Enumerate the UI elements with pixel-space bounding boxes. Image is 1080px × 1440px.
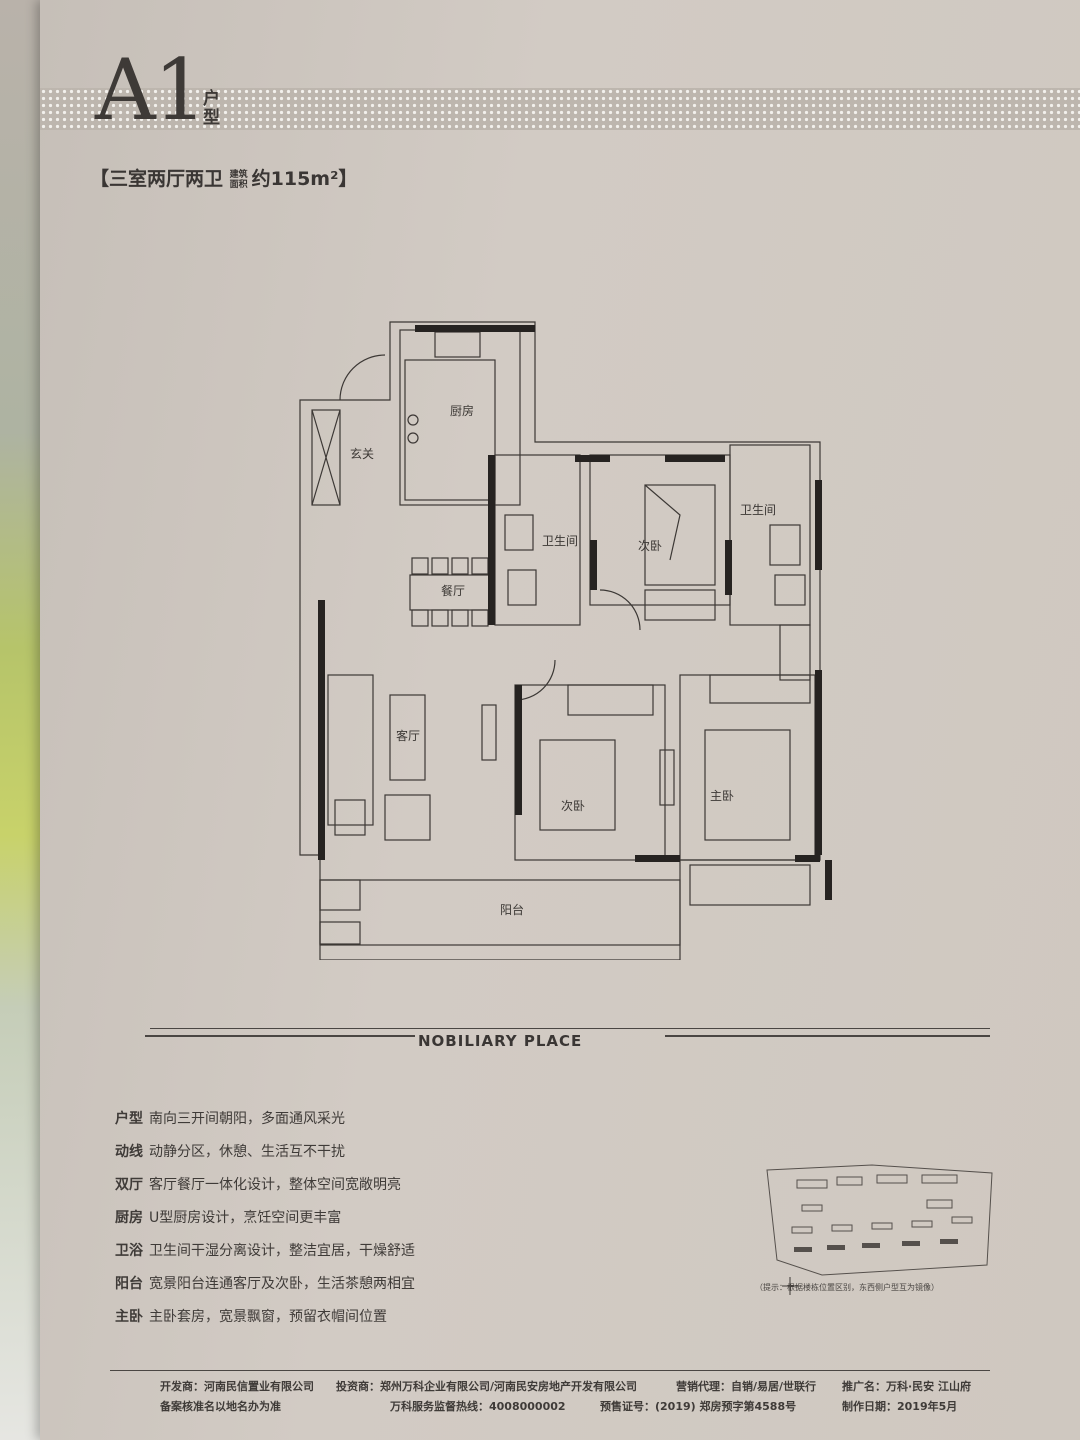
footer-record-note: 备案核准名以地名办为准 <box>160 1400 281 1413</box>
divider-right <box>665 1035 990 1037</box>
feature-item: 动线动静分区，休憩、生活互不干扰 <box>115 1144 345 1160</box>
unit-type-code: A1 <box>95 41 207 139</box>
floor-plan: 厨房 玄关 餐厅 客厅 卫生间 卫生间 次卧 次卧 主卧 阳台 <box>299 321 832 960</box>
room-label-bathroom-1: 卫生间 <box>542 534 578 548</box>
unit-subtitle: 【三室两厅两卫 建筑面积约115m²】 <box>90 164 357 191</box>
features-list: 户型南向三开间朝阳，多面通风采光 动线动静分区，休憩、生活互不干扰 双厅客厅餐厅… <box>115 1108 415 1339</box>
footer-developer: 开发商：河南民信置业有限公司 <box>160 1380 314 1393</box>
subtitle-area-value: 约115m²】 <box>251 168 358 190</box>
footer-date: 制作日期：2019年5月 <box>842 1400 958 1413</box>
feature-item: 主卧主卧套房，宽景飘窗，预留衣帽间位置 <box>115 1309 387 1325</box>
footer-investor: 投资商：郑州万科企业有限公司/河南民安房地产开发有限公司 <box>336 1380 638 1393</box>
coffee-table <box>389 694 426 781</box>
bedroom-2a <box>589 454 731 606</box>
room-label-bedroom-2b: 次卧 <box>561 799 585 813</box>
room-label-kitchen: 厨房 <box>450 403 474 418</box>
room-label-entry: 玄关 <box>350 446 374 461</box>
footer-hotline: 万科服务监督热线：4008000002 <box>390 1400 566 1413</box>
room-label-dining: 餐厅 <box>441 583 465 598</box>
site-minimap <box>766 1164 993 1295</box>
site-map-note: （提示：根据楼栋位置区别，东西侧户型互为镜像） <box>755 1283 939 1292</box>
unit-type-suffix: 户型 <box>203 89 220 128</box>
sofa <box>327 674 374 826</box>
footer-agent: 营销代理：自销/易居/世联行 <box>676 1380 817 1393</box>
feature-item: 阳台宽景阳台连通客厅及次卧，生活茶憩两相宜 <box>115 1276 415 1292</box>
bedroom-2b <box>514 684 666 861</box>
feature-item: 双厅客厅餐厅一体化设计，整体空间宽敞明亮 <box>115 1177 401 1193</box>
compass-icon <box>782 1277 798 1295</box>
footer-promoter: 推广名：万科·民安 江山府 <box>842 1380 972 1393</box>
divider-top <box>150 1028 990 1029</box>
room-label-bedroom-2a: 次卧 <box>638 539 662 553</box>
balcony <box>319 879 681 946</box>
bathroom-2 <box>729 444 811 626</box>
room-label-living: 客厅 <box>396 728 420 743</box>
subtitle-rooms: 【三室两厅两卫 <box>90 168 224 190</box>
feature-item: 户型南向三开间朝阳，多面通风采光 <box>115 1111 345 1127</box>
brand-name: NOBILIARY PLACE <box>418 1032 583 1050</box>
footer-presale: 预售证号：(2019) 郑房预字第4588号 <box>600 1400 797 1413</box>
room-label-balcony: 阳台 <box>500 902 524 917</box>
footer-divider <box>110 1370 990 1371</box>
feature-item: 卫浴卫生间干湿分离设计，整洁宜居，干燥舒适 <box>115 1243 415 1259</box>
dot-pattern-band <box>40 88 1080 130</box>
brochure-page: A1 户型 【三室两厅两卫 建筑面积约115m²】 <box>40 0 1080 1440</box>
plan-outline <box>299 321 821 960</box>
thick-walls <box>318 325 832 900</box>
room-label-bathroom-2: 卫生间 <box>740 503 776 517</box>
subtitle-area-label: 建筑面积 <box>229 169 248 190</box>
divider-left <box>145 1035 415 1037</box>
entry-closet <box>311 409 341 506</box>
room-label-master: 主卧 <box>710 789 734 803</box>
